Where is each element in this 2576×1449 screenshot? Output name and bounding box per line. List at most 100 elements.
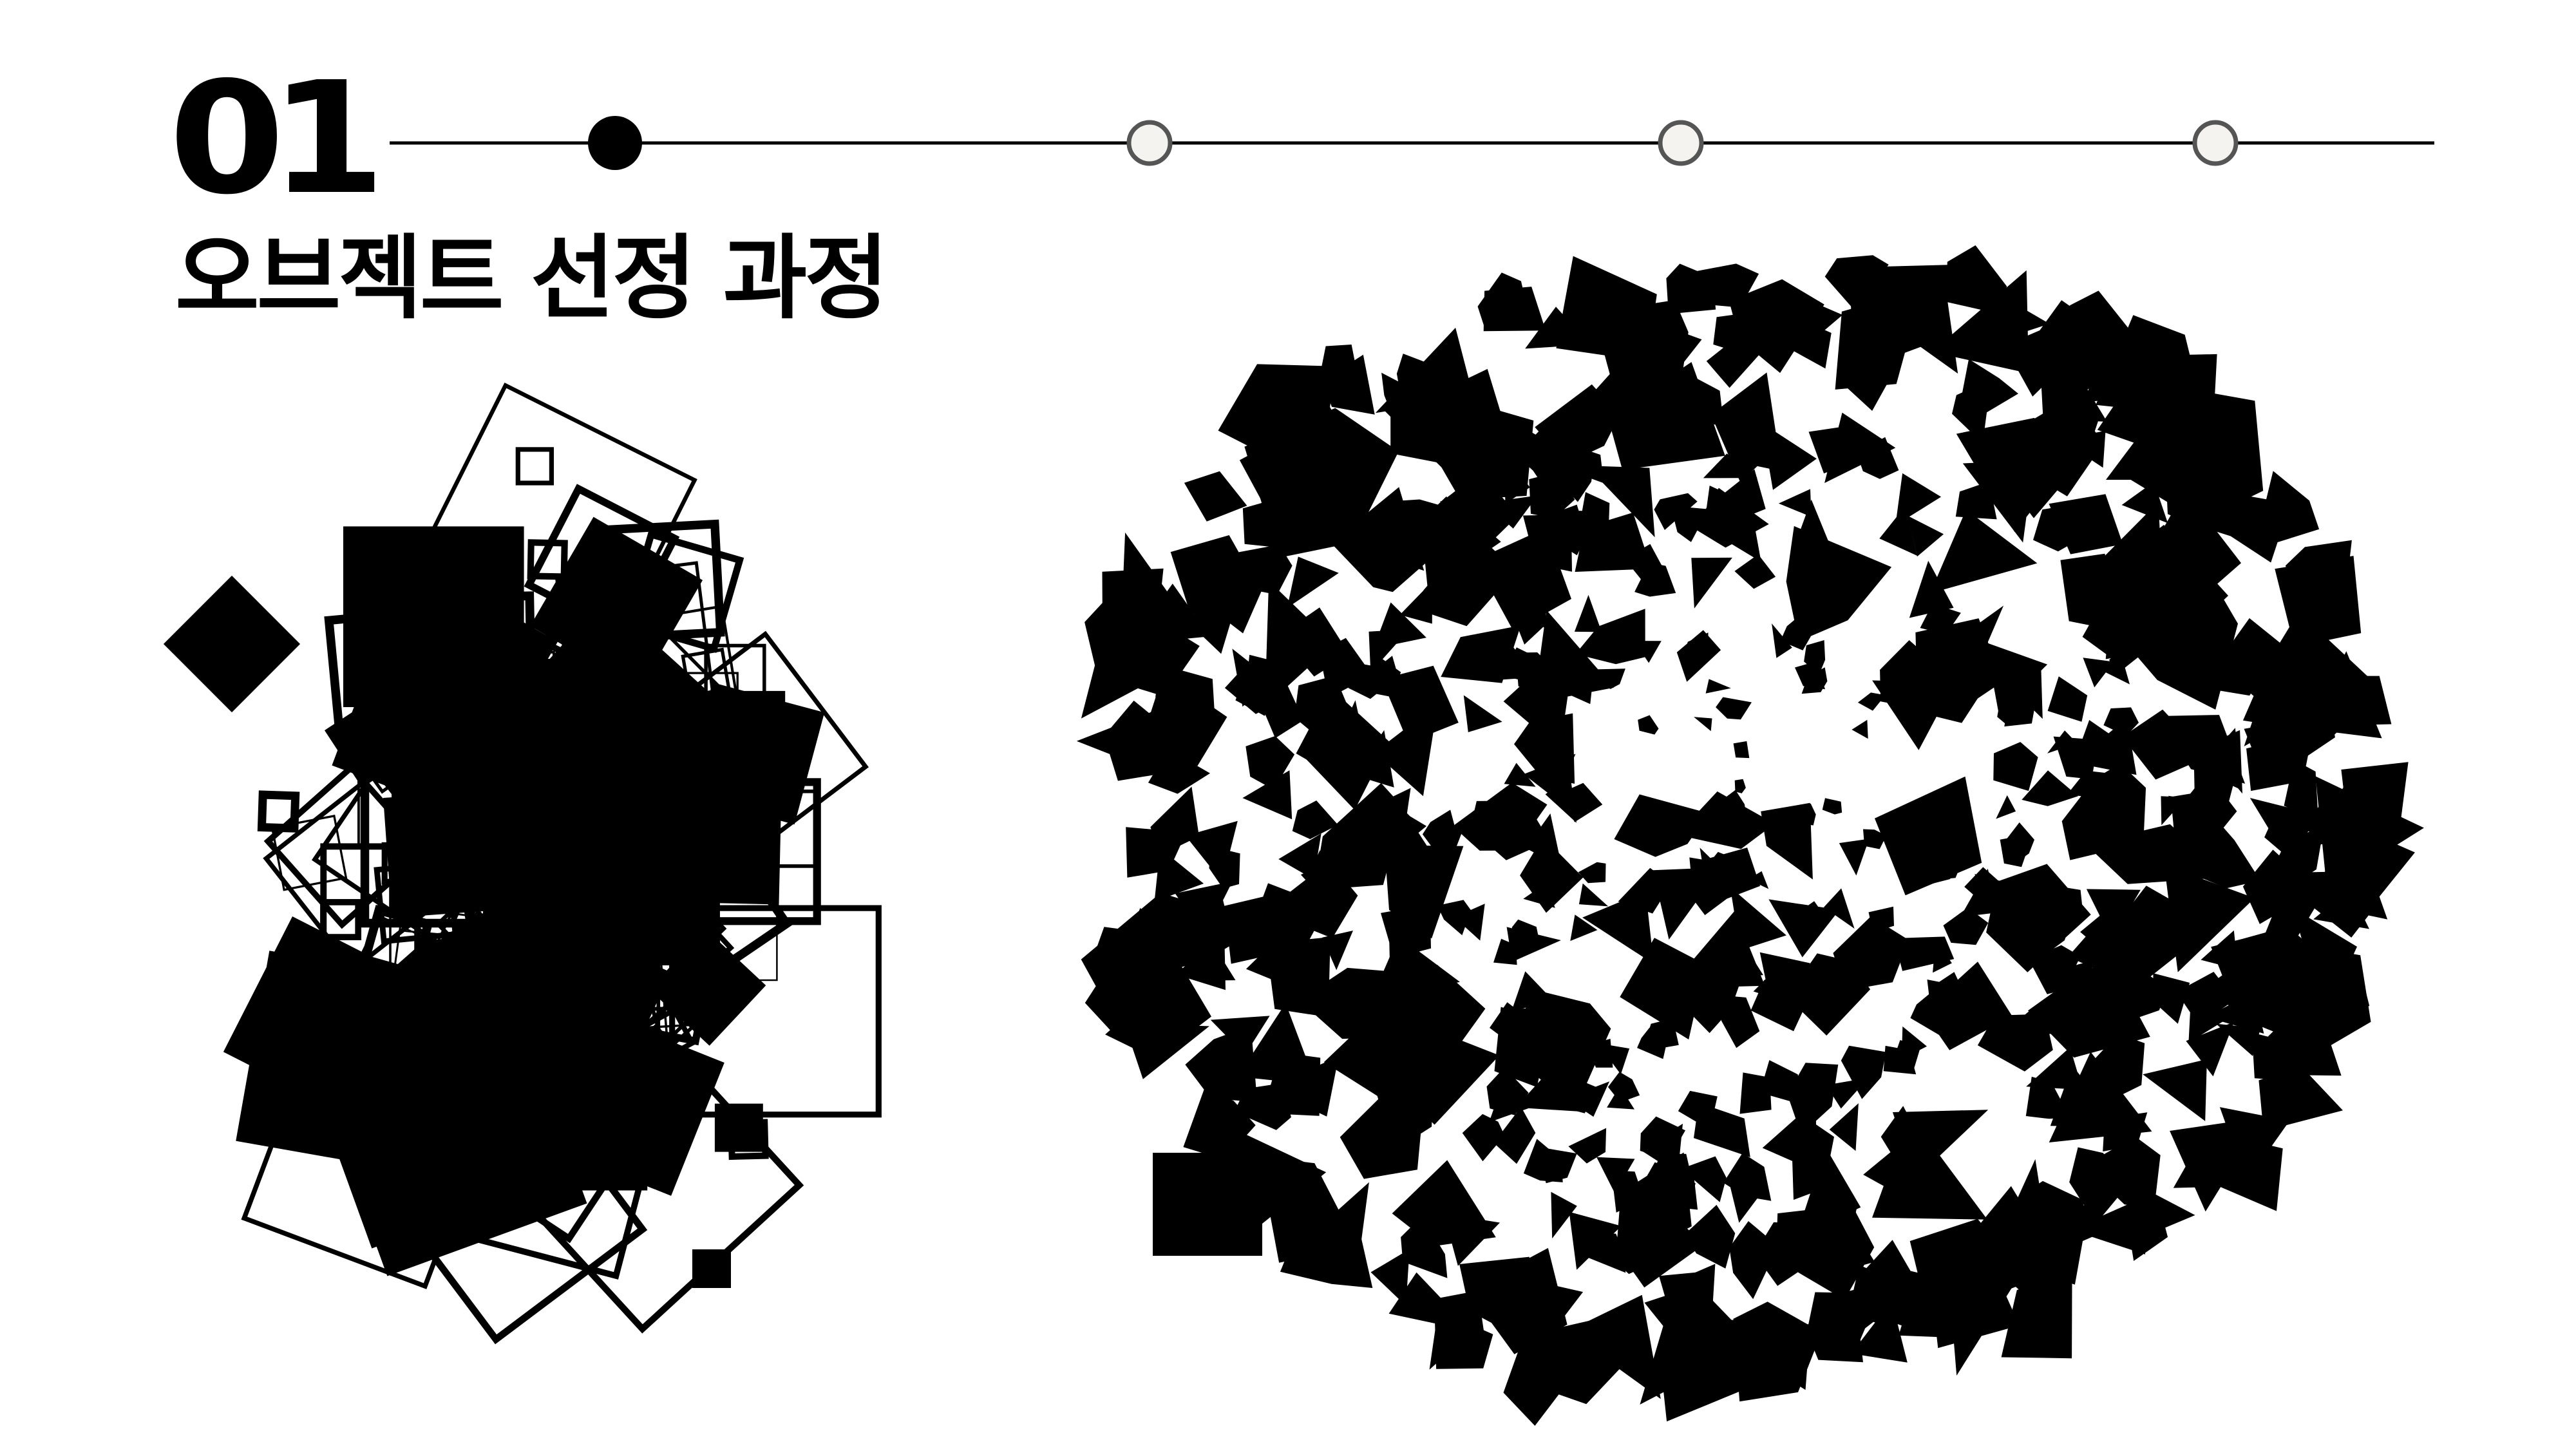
right-fragment xyxy=(1569,1211,1622,1270)
right-fragment xyxy=(1616,1152,1692,1249)
right-fragment xyxy=(1369,655,1401,697)
right-fragment xyxy=(2047,676,2088,722)
right-fragment xyxy=(1710,372,1778,482)
right-fragment xyxy=(1278,833,1321,880)
right-fragment xyxy=(1159,722,1208,782)
right-fragment xyxy=(1387,499,1442,538)
right-fragment xyxy=(1675,1264,1716,1305)
right-fragment xyxy=(1483,287,1546,332)
right-fragment xyxy=(1287,556,1339,608)
right-fragment xyxy=(1734,779,1746,793)
right-fragment xyxy=(1681,1156,1727,1202)
right-fragment xyxy=(1105,1003,1149,1056)
progress-timeline xyxy=(390,116,2434,170)
right-fragment xyxy=(1544,868,1570,898)
right-fragment xyxy=(1292,800,1338,839)
right-fragment xyxy=(2188,996,2224,1043)
right-fragment xyxy=(2067,770,2114,800)
right-fragment xyxy=(1439,827,1464,862)
right-fragment xyxy=(2168,795,2213,838)
right-fragment xyxy=(1335,1182,1369,1240)
right-fragment xyxy=(1678,1090,1718,1130)
right-fragment xyxy=(1154,848,1204,902)
right-fragment xyxy=(1442,576,1470,615)
right-fragment xyxy=(2264,813,2311,856)
left-square xyxy=(533,1019,593,1079)
right-fragment xyxy=(1330,525,1434,592)
right-fragment xyxy=(1486,1067,1529,1115)
right-fragment xyxy=(1303,698,1390,810)
right-fragment xyxy=(1652,1325,1733,1390)
right-fragment xyxy=(1872,1115,1987,1220)
left-filled-block xyxy=(682,682,825,825)
right-fragment xyxy=(1218,364,1336,473)
right-fragment xyxy=(1426,404,1534,499)
right-fragment xyxy=(1396,911,1426,945)
right-fragment xyxy=(2152,490,2241,592)
right-fragment xyxy=(1574,594,1602,632)
left-square xyxy=(594,880,650,936)
left-square xyxy=(359,905,434,979)
right-fragment xyxy=(1468,1247,1567,1354)
left-square xyxy=(562,926,643,1007)
left-filled-block xyxy=(163,575,301,713)
right-fragment xyxy=(1794,499,1835,558)
left-square xyxy=(457,804,735,1081)
step-3-dot[interactable] xyxy=(1658,120,1704,166)
section-title: 오브젝트 선정 과정 xyxy=(175,225,889,332)
right-fragment xyxy=(1567,1294,1661,1399)
right-fragment xyxy=(1733,741,1750,759)
right-fragment xyxy=(1224,659,1278,714)
right-fragment xyxy=(1985,642,2048,714)
right-fragment xyxy=(2205,1140,2283,1211)
right-fragment xyxy=(1879,505,1917,556)
right-fragment xyxy=(1314,782,1404,890)
step-4-dot[interactable] xyxy=(2192,120,2239,166)
left-filled-block xyxy=(314,1003,587,1276)
right-fragment xyxy=(1999,397,2104,497)
left-square xyxy=(663,832,717,886)
right-fragment xyxy=(1908,516,1944,557)
section-number: 01 xyxy=(169,48,386,229)
right-fragment xyxy=(1833,916,1909,991)
right-fragment xyxy=(1705,851,1751,900)
right-fragment xyxy=(1556,256,1657,362)
right-fragment xyxy=(1946,245,2007,314)
right-fragment xyxy=(1659,1272,1696,1328)
right-fragment xyxy=(1753,974,1786,999)
step-1-dot[interactable] xyxy=(588,116,642,170)
right-fragment xyxy=(1399,582,1432,624)
right-fragment xyxy=(1787,1063,1839,1135)
right-fragment xyxy=(1909,560,1954,618)
right-fragment xyxy=(1245,735,1295,790)
right-fragment xyxy=(1839,358,1893,411)
right-fragment xyxy=(1729,1221,1779,1300)
right-fragment xyxy=(2122,709,2196,780)
right-fragment xyxy=(1822,798,1842,815)
right-fragment xyxy=(1678,263,1759,308)
right-fragment xyxy=(1265,580,1334,707)
right-fragment xyxy=(1895,473,1942,526)
right-fragment xyxy=(1648,413,1690,446)
right-fragment xyxy=(1638,715,1659,735)
step-2-dot[interactable] xyxy=(1126,120,1173,166)
right-fragment xyxy=(1370,1249,1410,1306)
right-fragment xyxy=(1506,927,1561,962)
right-large-fragment xyxy=(1198,1056,1262,1108)
right-fragment xyxy=(1857,692,1886,711)
right-fragment xyxy=(2163,388,2264,524)
right-fragment xyxy=(1839,838,1870,876)
right-fragment xyxy=(1401,1216,1448,1278)
left-square xyxy=(495,720,652,878)
right-fragment xyxy=(1955,481,1997,520)
right-fragment xyxy=(1155,665,1215,729)
right-fragment xyxy=(1962,460,2034,543)
right-fragment xyxy=(1175,930,1226,990)
right-fragment xyxy=(1768,299,1820,340)
right-fragment xyxy=(2164,864,2255,972)
right-fragment xyxy=(1578,862,1606,884)
left-square xyxy=(422,828,511,916)
right-fragment xyxy=(1730,887,1786,951)
right-fragment xyxy=(1614,794,1709,857)
